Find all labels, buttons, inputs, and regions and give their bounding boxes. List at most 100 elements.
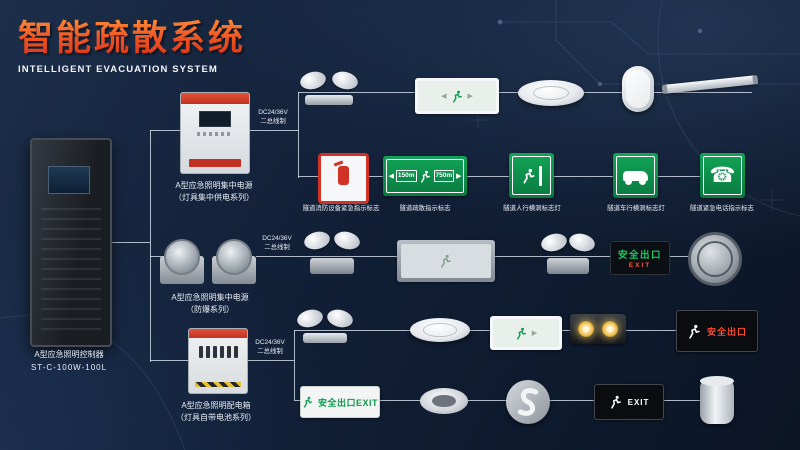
branch1-label-line1: A型应急照明集中电源: [175, 181, 253, 190]
connector-line: [298, 92, 299, 178]
round-wall-light: [506, 380, 550, 424]
page-subtitle: INTELLIGENT EVACUATION SYSTEM: [18, 64, 218, 75]
connector-line: [246, 360, 294, 361]
explosion-proof-twin-head-light: [539, 231, 597, 276]
explosion-proof-round-lamp: [688, 232, 742, 286]
exit-sign-luminaire: [415, 78, 499, 114]
lamp-head: [295, 307, 325, 330]
connector-line: [150, 256, 162, 257]
black-exit-sign: EXIT: [594, 384, 664, 420]
ceiling-lamp: [518, 80, 584, 106]
spot-bulb: [578, 321, 594, 337]
distance-right: 750m: [433, 170, 455, 182]
branch3-bus-line2: 二总线制: [257, 348, 283, 355]
running-man-icon: [303, 396, 313, 408]
running-man-icon: [516, 327, 526, 340]
twin-spotlight: [570, 314, 626, 344]
arrow-right-icon: [532, 329, 537, 337]
spot-bulb: [602, 321, 618, 337]
swirl-icon: [517, 388, 539, 416]
sign-face: 150m 750m: [386, 159, 464, 193]
ep-dome: [164, 239, 200, 275]
cabinet-display: [48, 166, 90, 194]
recessed-downlight: [420, 388, 468, 414]
running-man-icon: [441, 254, 451, 268]
sign-face: [703, 156, 742, 195]
sign-face: [616, 156, 655, 195]
connector-line: [248, 130, 298, 131]
lamp-head: [539, 231, 569, 254]
distance-left: 150m: [395, 170, 417, 182]
running-man-icon: [689, 324, 700, 339]
fire-extinguisher-icon: [338, 166, 349, 185]
lamp-base: [309, 258, 355, 274]
lamp-base: [546, 258, 590, 274]
emergency-distribution-box: [188, 328, 248, 394]
explosion-proof-twin-head-light: [302, 229, 362, 276]
running-man-icon: [610, 395, 621, 409]
lamp-head: [330, 69, 360, 92]
tunnel-fire-equipment-sign: [318, 153, 369, 204]
phone-icon: [709, 165, 735, 187]
hazard-strip: [194, 382, 242, 387]
black-exit-sign: 安全出口: [676, 310, 758, 352]
arrow-left-icon: [388, 172, 393, 180]
device-header: [189, 329, 247, 338]
running-man-icon: [420, 170, 430, 183]
running-man-icon: [523, 168, 535, 184]
page-title: 智能疏散系统: [18, 10, 246, 61]
connector-line: [150, 130, 151, 362]
connector-line: [150, 130, 180, 131]
ceiling-downlight: [410, 318, 470, 342]
branch2-bus-line2: 二总线制: [264, 244, 290, 251]
device-buttons: [197, 132, 233, 136]
branch1-bus-line2: 二总线制: [260, 118, 286, 125]
branch3-bus-line1: DC24/36V: [255, 339, 285, 346]
exit-text-cn: 安全出口: [617, 250, 662, 261]
tunnel-pedestrian-cross-sign: [509, 153, 554, 198]
device-display: [199, 111, 231, 127]
breaker-row: [189, 346, 247, 358]
lamp-base: [305, 95, 353, 105]
tunnel-sign-label: 隧道消防设备紧急指示标志: [302, 205, 380, 212]
tunnel-evacuation-sign: 150m 750m: [383, 156, 467, 196]
lamp-head: [302, 229, 332, 252]
exit-sign-panel: [401, 244, 491, 278]
oval-wall-lamp: [622, 66, 654, 112]
exit-combo-sign: 安全出口EXIT: [300, 386, 380, 418]
tunnel-sign-label: 隧道疏散指示标志: [399, 205, 451, 212]
connector-line: [294, 330, 295, 400]
twin-head-emergency-light: [295, 307, 355, 350]
sign-face: [512, 156, 551, 195]
lamp-head: [325, 307, 355, 330]
ep-unit: [160, 239, 204, 284]
explosion-proof-exit-sign: [397, 240, 495, 282]
branch1-label-line2: （灯具集中供电系列）: [174, 193, 254, 202]
ep-unit: [212, 239, 256, 284]
device-header: [181, 93, 249, 104]
branch1-bus-line1: DC24/36V: [258, 109, 288, 116]
twin-head-emergency-light: [298, 69, 360, 112]
branch3-label-line2: （灯具自带电池系列）: [176, 413, 256, 422]
exit-sign-panel: [493, 319, 559, 347]
tunnel-sign-label: 隧道人行横洞标志灯: [503, 205, 561, 212]
lamp-head: [332, 229, 362, 252]
cylinder-lamp: [700, 376, 734, 424]
branch2-label-line2: （防爆系列）: [186, 305, 234, 314]
lamp-head: [298, 69, 328, 92]
car-icon: [623, 170, 648, 185]
device-label-strip: [189, 159, 241, 167]
tunnel-emergency-phone-sign: [700, 153, 745, 198]
controller-model: ST-C-100W-100L: [30, 363, 108, 372]
ep-dome: [216, 239, 252, 275]
lamp-base: [302, 333, 348, 343]
exit-sign-luminaire: [490, 316, 562, 350]
exit-text-en: EXIT: [627, 397, 650, 407]
exit-sign-panel: [418, 81, 496, 111]
exit-text-cn: 安全出口: [706, 326, 747, 337]
cabinet-rack-slots: [41, 208, 101, 335]
arrow-right-icon: [468, 92, 473, 100]
controller-label: A型应急照明控制器: [34, 350, 104, 359]
safety-exit-display-sign: 安全出口 EXIT: [610, 241, 670, 275]
